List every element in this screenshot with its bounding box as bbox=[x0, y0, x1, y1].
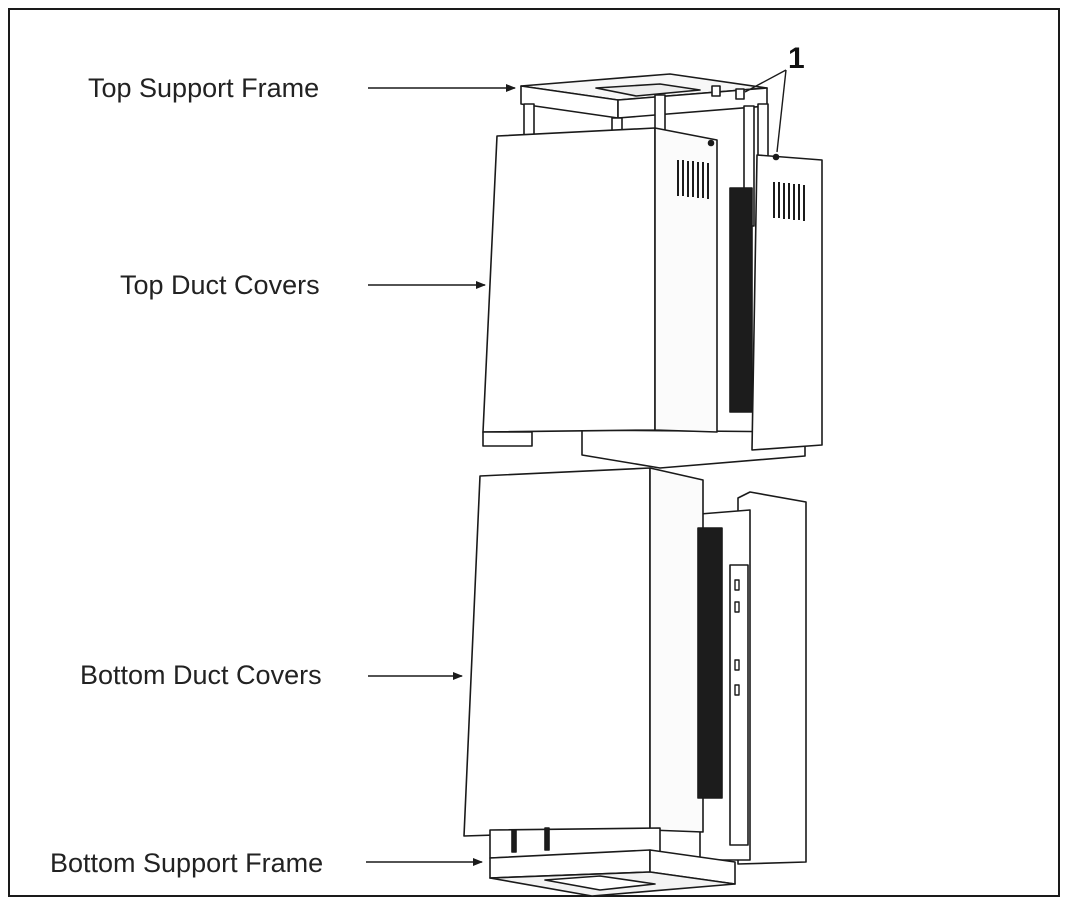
bottom-duct-covers bbox=[463, 467, 807, 865]
label-bottom-support-frame: Bottom Support Frame bbox=[50, 848, 324, 878]
label-bottom-duct-covers: Bottom Duct Covers bbox=[80, 660, 322, 690]
label-top-duct-covers: Top Duct Covers bbox=[120, 270, 320, 300]
rail-holes bbox=[734, 579, 740, 696]
bottom-support-frame bbox=[489, 827, 736, 897]
callout-number: 1 bbox=[788, 42, 805, 75]
vent-louvers-top bbox=[677, 160, 805, 221]
label-top-support-frame: Top Support Frame bbox=[88, 73, 320, 103]
top-duct-covers bbox=[482, 127, 823, 469]
leader-lines bbox=[366, 69, 787, 866]
top-support-frame bbox=[520, 73, 769, 227]
